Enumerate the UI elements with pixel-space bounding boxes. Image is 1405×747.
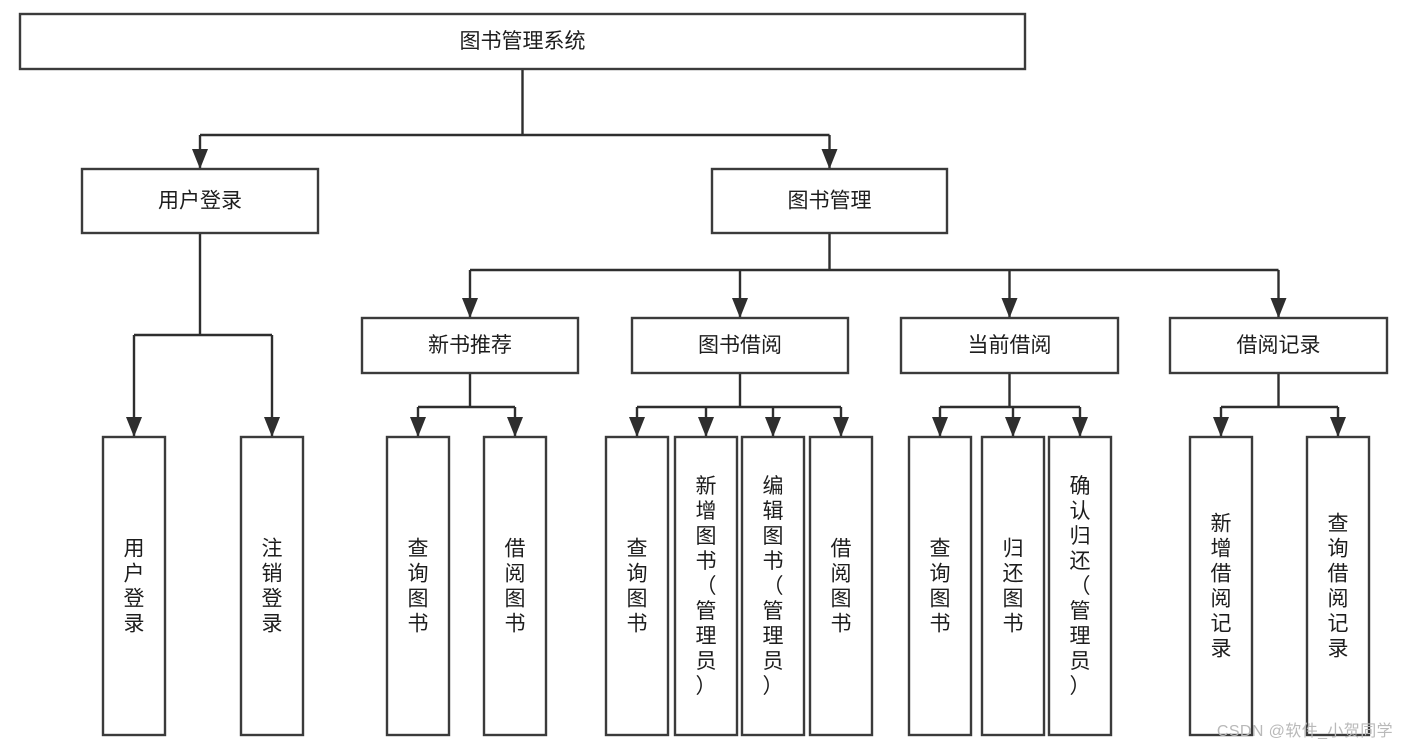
node-label: 编辑图书（管理员） [763,475,784,698]
node-box[interactable] [604,435,670,737]
node-label: 注销登录 [262,538,283,636]
node-box[interactable] [630,316,850,375]
node-box[interactable] [740,435,806,737]
node-label: 用户登录 [124,538,145,636]
node-label: 图书借阅 [698,334,782,357]
arrow-head [1001,298,1018,318]
node-label: 确认归还（管理员） [1070,475,1091,698]
node-label: 图书管理系统 [460,30,586,53]
node-box[interactable] [808,435,874,737]
arrow-head [821,149,838,169]
node-leaf-query-record[interactable]: 查询借阅记录 [1305,435,1371,737]
node-label: 借阅记录 [1237,334,1321,357]
node-label: 新增借阅记录 [1211,513,1232,661]
node-leaf-return-book[interactable]: 归还图书 [980,435,1046,737]
node-label: 借阅图书 [505,538,526,636]
node-box[interactable] [360,316,580,375]
node-box[interactable] [1047,435,1113,737]
node-box[interactable] [101,435,167,737]
node-book-manage[interactable]: 图书管理 [710,167,949,235]
arrow-head [264,417,280,437]
node-box[interactable] [907,435,973,737]
node-leaf-query-book-3[interactable]: 查询图书 [907,435,973,737]
node-box[interactable] [1168,316,1389,375]
arrow-head [1213,417,1229,437]
node-root[interactable]: 图书管理系统 [18,12,1027,71]
node-label: 新增图书（管理员） [696,475,717,698]
node-box[interactable] [710,167,949,235]
node-box[interactable] [980,435,1046,737]
node-user-login[interactable]: 用户登录 [80,167,320,235]
arrow-head [1270,298,1287,318]
node-leaf-user-login[interactable]: 用户登录 [101,435,167,737]
arrow-head [1330,417,1346,437]
node-leaf-query-book-1[interactable]: 查询图书 [385,435,451,737]
arrow-head [932,417,948,437]
node-leaf-user-logout[interactable]: 注销登录 [239,435,305,737]
node-label: 用户登录 [158,190,242,213]
node-book-borrow[interactable]: 图书借阅 [630,316,850,375]
node-box[interactable] [385,435,451,737]
node-box[interactable] [239,435,305,737]
node-label: 查询借阅记录 [1328,513,1349,661]
node-leaf-borrow-book-1[interactable]: 借阅图书 [482,435,548,737]
arrow-head [126,417,142,437]
node-current-borrow[interactable]: 当前借阅 [899,316,1120,375]
node-label: 查询图书 [627,538,648,636]
node-new-book-rec[interactable]: 新书推荐 [360,316,580,375]
node-leaf-edit-book[interactable]: 编辑图书（管理员） [740,435,806,737]
node-label: 新书推荐 [428,334,512,357]
node-leaf-confirm-return[interactable]: 确认归还（管理员） [1047,435,1113,737]
node-box[interactable] [1188,435,1254,737]
node-label: 借阅图书 [831,538,852,636]
csdn-watermark: CSDN @软件_小贺同学 [1216,723,1393,740]
arrow-head [629,417,645,437]
node-label: 查询图书 [408,538,429,636]
node-box[interactable] [482,435,548,737]
arrow-head [833,417,849,437]
node-box[interactable] [899,316,1120,375]
arrow-head [1072,417,1088,437]
node-borrow-record[interactable]: 借阅记录 [1168,316,1389,375]
arrow-head [462,298,478,318]
node-label: 当前借阅 [968,334,1052,357]
arrow-head [698,417,714,437]
node-label: 图书管理 [788,190,872,213]
node-layer: 图书管理系统用户登录图书管理新书推荐图书借阅当前借阅借阅记录用户登录注销登录查询… [18,12,1389,737]
node-label: 归还图书 [1003,538,1024,636]
node-leaf-query-book-2[interactable]: 查询图书 [604,435,670,737]
node-box[interactable] [80,167,320,235]
arrow-head [507,417,523,437]
arrow-head [765,417,781,437]
connector-layer [126,69,1346,437]
node-box[interactable] [673,435,739,737]
node-leaf-borrow-book-2[interactable]: 借阅图书 [808,435,874,737]
node-leaf-add-book[interactable]: 新增图书（管理员） [673,435,739,737]
arrow-head [1005,417,1021,437]
arrow-head [410,417,426,437]
node-leaf-add-record[interactable]: 新增借阅记录 [1188,435,1254,737]
arrow-head [732,298,748,318]
node-box[interactable] [18,12,1027,71]
node-label: 查询图书 [930,538,951,636]
node-box[interactable] [1305,435,1371,737]
arrow-head [192,149,208,169]
